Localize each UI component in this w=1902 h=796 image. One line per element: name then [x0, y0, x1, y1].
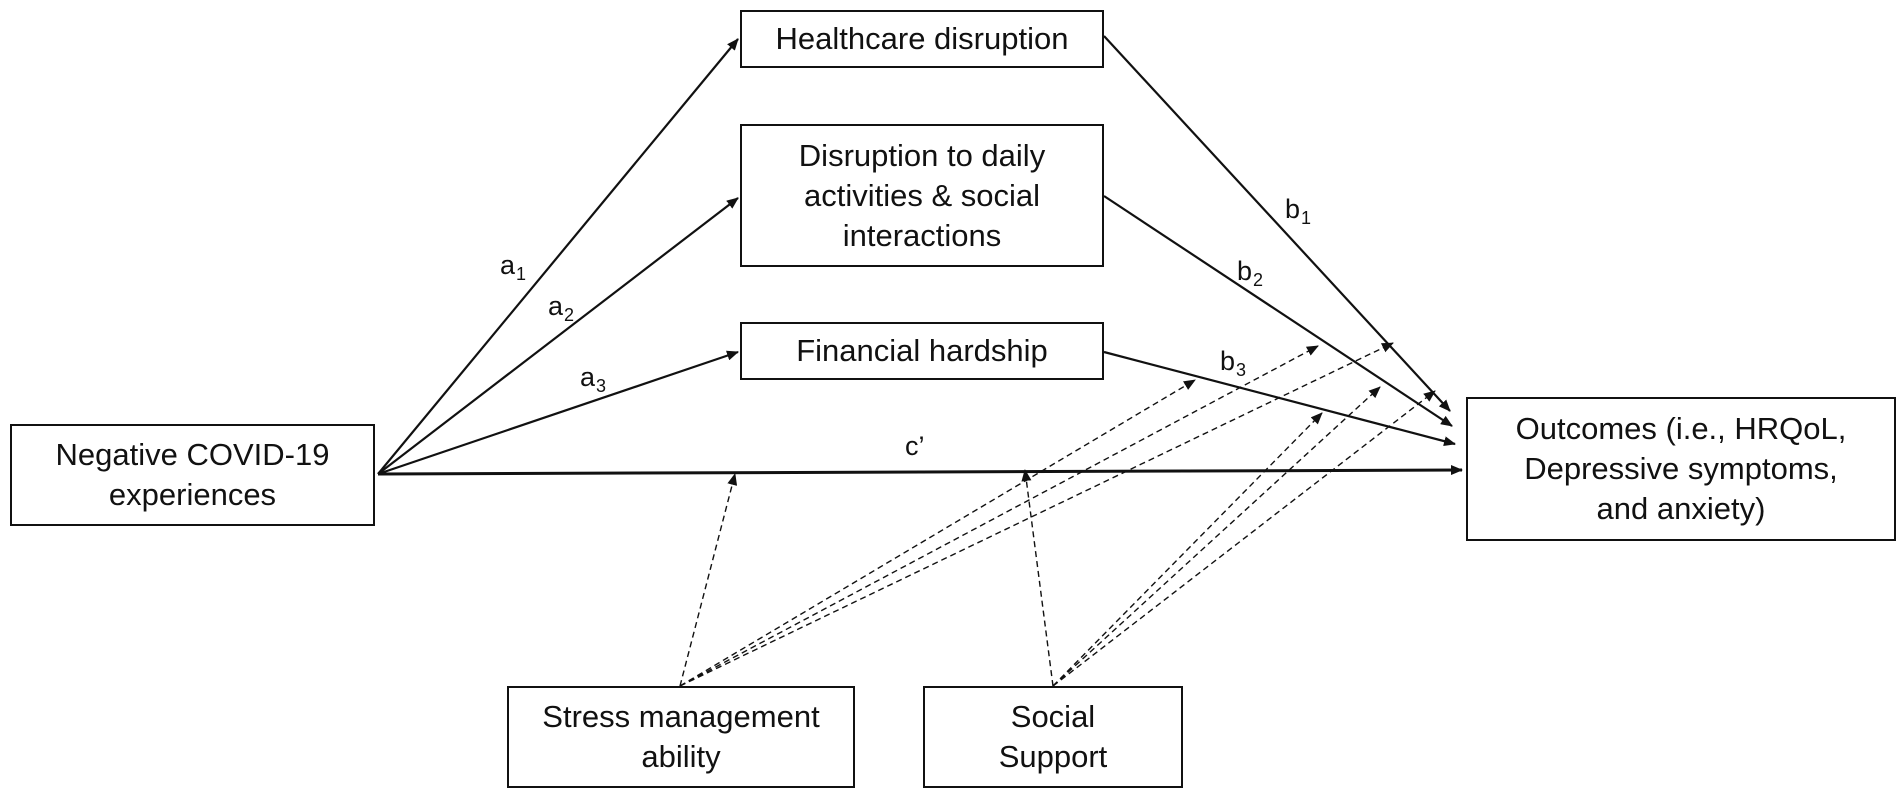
outcome-box: Outcomes (i.e., HRQoL, Depressive sympto… — [1466, 397, 1896, 541]
mediator-daily-activities-box: Disruption to daily activities & social … — [740, 124, 1104, 267]
mediator-healthcare-box: Healthcare disruption — [740, 10, 1104, 68]
path-a2-arrow — [377, 197, 739, 475]
stress-to-b2-arrow — [679, 345, 1319, 687]
moderator-social-box: Social Support — [923, 686, 1183, 788]
stress-to-c-prime-arrow — [679, 473, 738, 687]
social-to-c-prime-arrow — [1021, 469, 1054, 687]
moderator-social-label: Social Support — [998, 699, 1108, 774]
path-c-prime-arrow — [377, 465, 1463, 476]
path-b3-label: b3 — [1220, 346, 1247, 381]
path-c-prime-label: c’ — [905, 431, 925, 461]
social-to-b3-arrow — [1052, 412, 1323, 687]
path-b2-arrow — [1103, 195, 1453, 427]
stress-to-b3-arrow — [679, 379, 1196, 687]
mediator-healthcare-label: Healthcare disruption — [775, 21, 1069, 56]
predictor-box: Negative COVID-19 experiences — [10, 424, 375, 526]
path-b1-arrow — [1103, 35, 1451, 412]
path-a1-label: a1 — [500, 250, 527, 285]
path-a2-label: a2 — [548, 291, 575, 326]
social-to-b1-arrow — [1052, 390, 1436, 687]
predictor-label: Negative COVID-19 experiences — [55, 437, 330, 512]
moderation-stress-arrows — [679, 342, 1394, 687]
moderation-social-arrows — [1021, 386, 1436, 687]
mediator-financial-box: Financial hardship — [740, 322, 1104, 380]
social-to-b2-arrow — [1052, 386, 1381, 687]
moderator-stress-box: Stress management ability — [507, 686, 855, 788]
path-a3-arrow — [377, 350, 739, 476]
moderator-stress-label: Stress management ability — [542, 699, 820, 774]
mediator-financial-label: Financial hardship — [796, 333, 1048, 368]
path-b2-label: b2 — [1237, 256, 1264, 291]
path-a3-label: a3 — [580, 362, 607, 397]
mediator-daily-activities-label: Disruption to daily activities & social … — [798, 137, 1046, 253]
path-b1-label: b1 — [1285, 194, 1312, 229]
outcome-label: Outcomes (i.e., HRQoL, Depressive sympto… — [1515, 411, 1847, 526]
path-a1-arrow — [377, 38, 739, 475]
stress-to-b1-arrow — [679, 342, 1394, 687]
